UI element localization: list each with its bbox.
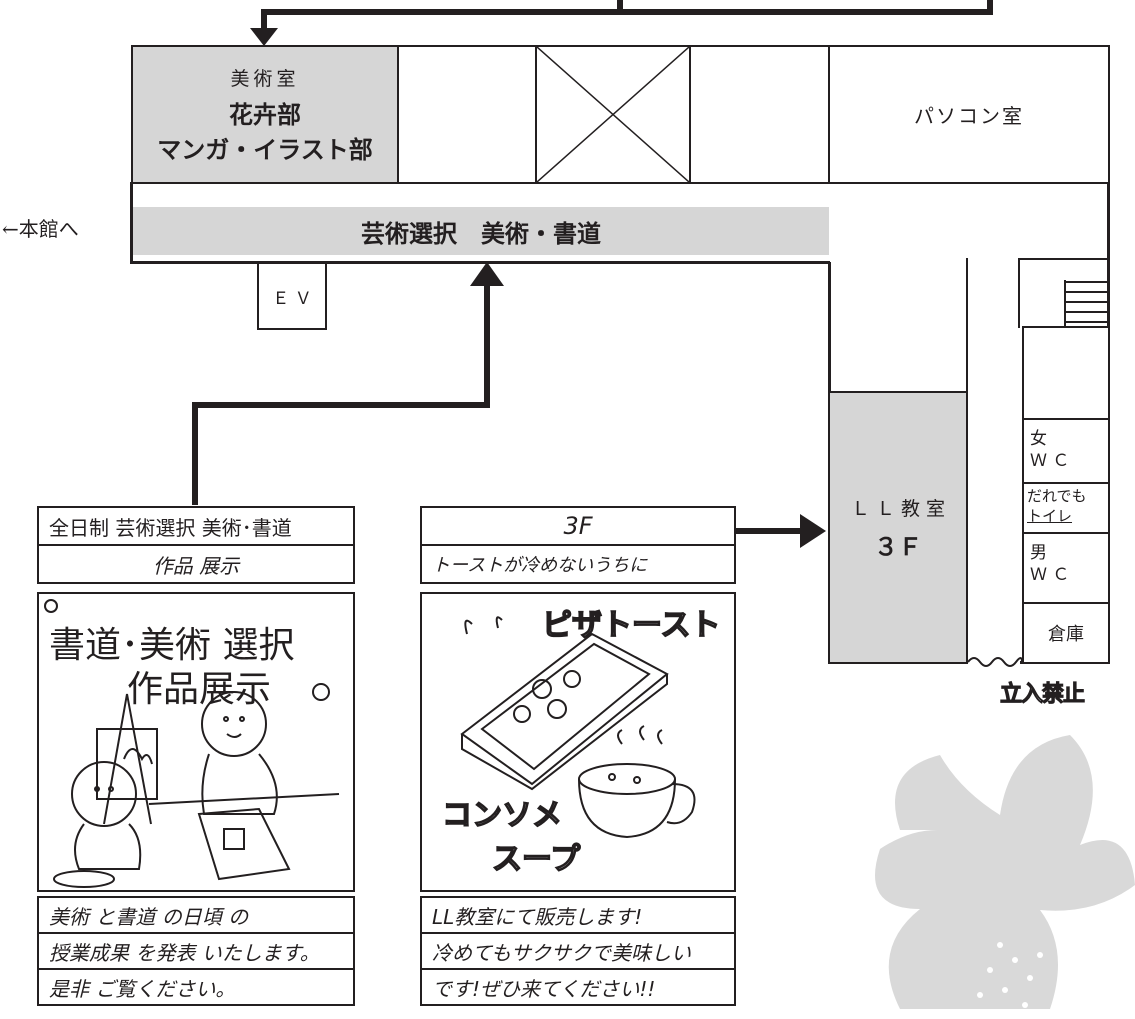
- no-entry-wave: [967, 657, 1023, 667]
- art-corridor: 芸術選択 美術・書道: [133, 207, 829, 255]
- accessible-toilet: だれでも トイレ: [1022, 482, 1110, 534]
- left-poster-note-1: 美術 と書道 の日頃 の: [37, 896, 355, 934]
- ll-room-floor: ３Ｆ: [874, 532, 922, 561]
- decorative-flower-icon: [875, 735, 1135, 1009]
- elevator-label: Ｅ Ｖ: [272, 288, 312, 309]
- arrow-up-head: [470, 262, 504, 286]
- right-poster-header-1-text: 3F: [563, 512, 593, 540]
- left-poster-note-2: 授業成果 を発表 いたします。: [37, 932, 355, 970]
- right-poster-art: ピザトースト コンソメ スープ: [420, 592, 736, 892]
- manga-club-label: マンガ・イラスト部: [157, 136, 373, 164]
- left-poster-header-2: 作品 展示: [37, 544, 355, 584]
- pc-room: パソコン室: [828, 45, 1110, 184]
- elevator: Ｅ Ｖ: [257, 262, 327, 330]
- right-poster-header-1: 3F: [420, 506, 736, 546]
- soup-label-2: スープ: [491, 841, 581, 878]
- left-poster-note-3: 是非 ご覧ください。: [37, 968, 355, 1006]
- flower-doodle-icon-2: [312, 683, 330, 701]
- soup-label-1: コンソメ: [441, 797, 563, 834]
- wall-bottom: [130, 261, 830, 264]
- flower-doodle-icon: [44, 599, 58, 613]
- right-poster-note-1: LL教室にて販売します!: [420, 896, 736, 934]
- women-wc-label-2: Ｗ Ｃ: [1030, 451, 1070, 471]
- art-room-label: 美術室: [230, 68, 300, 90]
- arrow-down-head: [250, 28, 278, 46]
- storage-label: 倉庫: [1048, 624, 1084, 645]
- wing-inner-wall-2: [1018, 258, 1020, 328]
- stairwell-void: [535, 45, 691, 184]
- pc-room-label: パソコン室: [914, 104, 1024, 128]
- arrow-right-head: [800, 514, 826, 548]
- accessible-toilet-label-1: だれでも: [1027, 487, 1087, 505]
- left-poster-header-1: 全日制 芸術選択 美術･書道: [37, 506, 355, 546]
- wing-inner-top: [1018, 258, 1108, 260]
- left-poster-title-2: 作品展示: [127, 669, 272, 710]
- ll-room-label: Ｌ Ｌ 教 室: [850, 497, 946, 520]
- men-wc-label-1: 男: [1030, 543, 1047, 563]
- art-corridor-label: 芸術選択 美術・書道: [361, 219, 601, 248]
- room-blank-2: [689, 45, 830, 184]
- wing-small-room: [1022, 326, 1110, 420]
- right-poster-note-3: です!ぜひ来てください!!: [420, 968, 736, 1006]
- men-wc-label-2: Ｗ Ｃ: [1030, 565, 1070, 585]
- wall-left: [130, 182, 133, 264]
- stairs: [1064, 280, 1110, 326]
- right-poster-note-2: 冷めてもサクサクで美味しい: [420, 932, 736, 970]
- women-wc-label-1: 女: [1030, 429, 1047, 449]
- art-room: 美術室 花卉部 マンガ・イラスト部: [131, 45, 399, 184]
- to-main-building: ←本館へ: [2, 217, 79, 241]
- right-poster-header-2: トーストが冷めないうちに: [420, 544, 736, 584]
- left-poster-header-2-text: 作品 展示: [152, 553, 240, 578]
- wing-inner-wall: [966, 258, 968, 393]
- left-poster-art: 書道･美術 選択 作品展示: [37, 592, 355, 892]
- storage: 倉庫: [1022, 602, 1110, 664]
- no-entry-label: 立入禁止: [999, 682, 1085, 708]
- room-blank-1: [397, 45, 537, 184]
- left-poster-illustration: [44, 599, 340, 888]
- pizza-toast-label: ピザトースト: [541, 607, 721, 644]
- ll-room: Ｌ Ｌ 教 室 ３Ｆ: [828, 391, 968, 664]
- men-wc: 男 Ｗ Ｃ: [1022, 532, 1110, 604]
- accessible-toilet-label-2: トイレ: [1027, 507, 1073, 525]
- flower-club-label: 花卉部: [229, 101, 301, 129]
- women-wc: 女 Ｗ Ｃ: [1022, 418, 1110, 484]
- right-poster-illustration: [460, 616, 696, 839]
- left-poster-title-1: 書道･美術 選択: [49, 625, 295, 666]
